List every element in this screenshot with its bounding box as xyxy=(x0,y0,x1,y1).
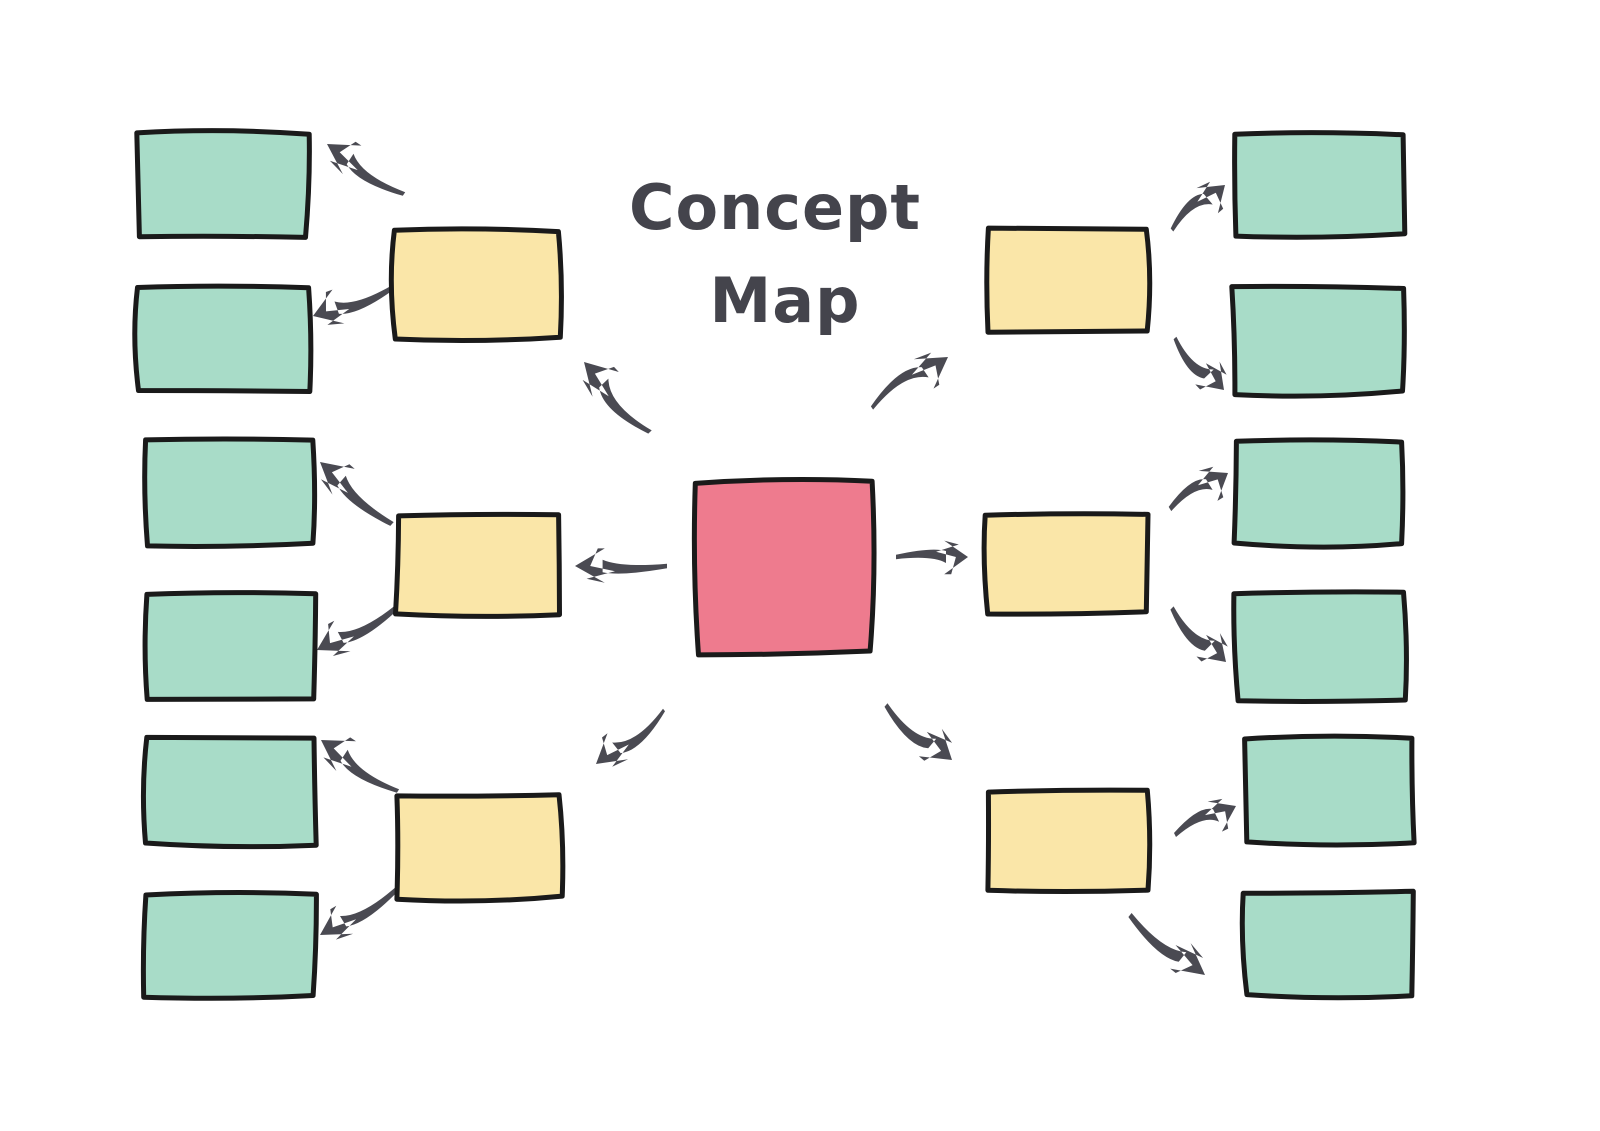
branch-node-shape[interactable] xyxy=(388,226,564,344)
arrow-branch-bottom-right-to-leaf-right-6 xyxy=(1128,913,1205,975)
leaf-node-shape[interactable] xyxy=(1242,733,1417,848)
page-title: Concept Map xyxy=(629,171,921,337)
arrow-branch-bottom-left-to-leaf-left-5 xyxy=(321,737,400,793)
arrow-branch-top-right-to-leaf-right-1 xyxy=(1170,181,1225,232)
leaf-node-shape[interactable] xyxy=(134,128,312,240)
leaf-right-4[interactable] xyxy=(1231,589,1409,704)
leaf-node-shape[interactable] xyxy=(1231,589,1409,704)
branch-node-shape[interactable] xyxy=(985,787,1153,895)
branch-mid-right[interactable] xyxy=(981,511,1151,617)
leaf-right-3[interactable] xyxy=(1231,437,1406,550)
arrow-branch-bottom-left-to-leaf-left-6 xyxy=(320,887,399,940)
leaf-node-shape[interactable] xyxy=(1231,437,1406,550)
leaf-node-shape[interactable] xyxy=(140,890,319,1001)
branch-node-shape[interactable] xyxy=(981,511,1151,617)
central-node-shape[interactable] xyxy=(691,476,877,658)
branch-node-shape[interactable] xyxy=(984,225,1153,335)
arrow-central-to-branch-mid-left xyxy=(575,548,667,583)
arrow-central-to-branch-mid-right xyxy=(896,540,968,575)
leaf-node-shape[interactable] xyxy=(132,283,314,394)
arrow-branch-top-right-to-leaf-right-2 xyxy=(1173,336,1227,390)
arrow-branch-top-left-to-leaf-left-1 xyxy=(327,141,406,196)
branch-bottom-left[interactable] xyxy=(394,792,566,904)
arrow-branch-mid-right-to-leaf-right-4 xyxy=(1170,606,1228,662)
leaf-left-6[interactable] xyxy=(140,890,319,1001)
arrow-central-to-branch-top-right xyxy=(870,352,948,410)
central-node[interactable] xyxy=(691,476,877,658)
leaf-node-shape[interactable] xyxy=(142,436,318,549)
branch-bottom-right[interactable] xyxy=(985,787,1153,895)
branch-mid-left[interactable] xyxy=(393,511,562,619)
leaf-right-2[interactable] xyxy=(1229,283,1407,399)
leaf-left-1[interactable] xyxy=(134,128,312,240)
arrow-branch-bottom-right-to-leaf-right-5 xyxy=(1174,798,1236,837)
arrow-branch-top-left-to-leaf-left-2 xyxy=(313,285,393,325)
arrow-branch-mid-left-to-leaf-left-3 xyxy=(320,462,394,526)
leaf-left-3[interactable] xyxy=(142,436,318,549)
leaf-right-1[interactable] xyxy=(1232,130,1408,240)
node-layer xyxy=(132,128,1417,1001)
branch-top-right[interactable] xyxy=(984,225,1153,335)
leaf-node-shape[interactable] xyxy=(1229,283,1407,399)
branch-top-left[interactable] xyxy=(388,226,564,344)
arrow-central-to-branch-top-left xyxy=(582,362,652,434)
title-line-concept: Concept xyxy=(629,171,921,244)
leaf-right-6[interactable] xyxy=(1239,888,1416,1001)
leaf-left-4[interactable] xyxy=(142,590,319,702)
arrow-central-to-branch-bottom-right xyxy=(884,703,953,761)
leaf-node-shape[interactable] xyxy=(140,734,319,850)
leaf-node-shape[interactable] xyxy=(142,590,319,702)
branch-node-shape[interactable] xyxy=(394,792,566,904)
leaf-right-5[interactable] xyxy=(1242,733,1417,848)
leaf-node-shape[interactable] xyxy=(1239,888,1416,1001)
arrow-central-to-branch-bottom-left xyxy=(596,708,665,767)
arrow-branch-mid-right-to-leaf-right-3 xyxy=(1168,466,1228,512)
branch-node-shape[interactable] xyxy=(393,511,562,619)
leaf-left-2[interactable] xyxy=(132,283,314,394)
connector-layer xyxy=(313,141,1236,975)
title-line-map: Map xyxy=(710,264,861,337)
leaf-node-shape[interactable] xyxy=(1232,130,1408,240)
leaf-left-5[interactable] xyxy=(140,734,319,850)
arrow-branch-mid-left-to-leaf-left-4 xyxy=(317,605,398,656)
